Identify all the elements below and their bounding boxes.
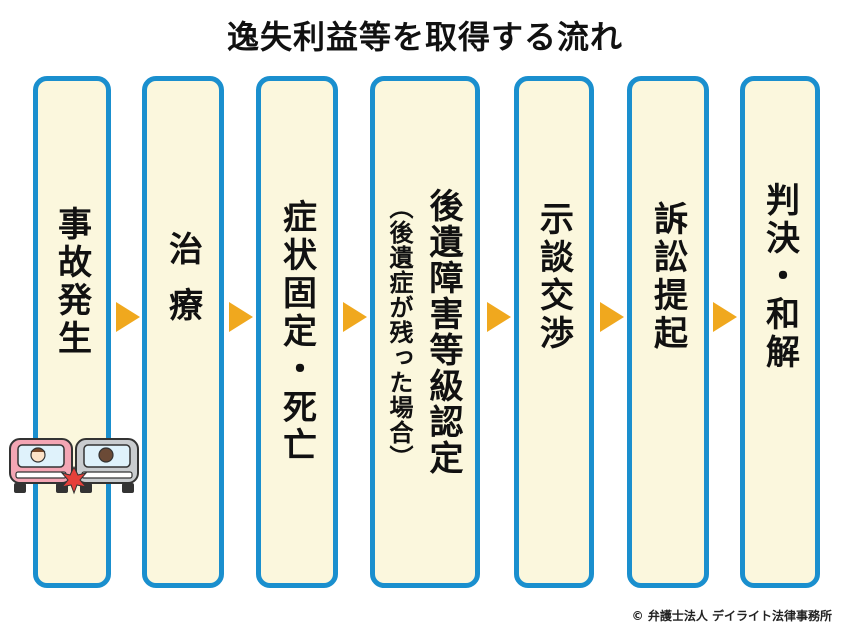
step-accident: 事故発生 [33,76,111,588]
arrow-right-icon [487,302,511,332]
step-sublabel: （後遺症が残った場合） [385,194,413,470]
step-lawsuit: 訴訟提起 [627,76,709,588]
step-label: 症状固定・死亡 [276,199,317,465]
arrow-right-icon [116,302,140,332]
step-label-group: 後遺障害等級認定 （後遺症が残った場合） [382,188,468,476]
step-label: 事故発生 [51,205,92,358]
arrow-right-icon [713,302,737,332]
step-label: 示談交渉 [533,200,574,353]
step-treatment: 治療 [142,76,224,588]
copyright-text: © 弁護士法人 デイライト法律事務所 [631,609,832,623]
step-label: 治療 [162,230,203,343]
step-disability-grade: 後遺障害等級認定 （後遺症が残った場合） [370,76,480,588]
step-label: 後遺障害等級認定 [423,188,463,476]
car-collision-icon [9,438,139,495]
step-label: 判決・和解 [759,181,800,372]
arrow-right-icon [229,302,253,332]
step-symptom-fixed: 症状固定・死亡 [256,76,338,588]
arrow-right-icon [343,302,367,332]
step-judgment: 判決・和解 [740,76,820,588]
arrow-right-icon [600,302,624,332]
step-label: 訴訟提起 [647,200,688,353]
step-negotiation: 示談交渉 [514,76,594,588]
diagram-title: 逸失利益等を取得する流れ [226,18,623,56]
